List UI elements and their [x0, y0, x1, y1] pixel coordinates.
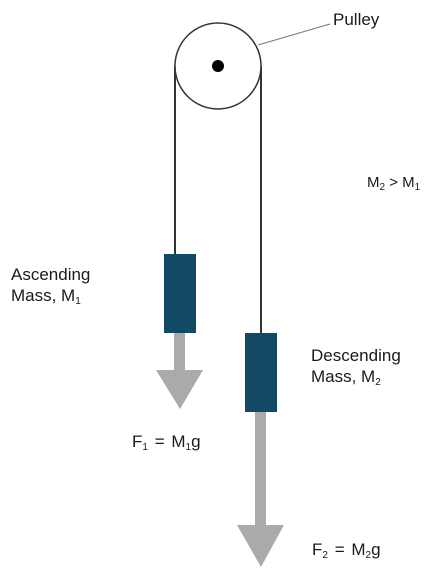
pulley-leader-line [257, 23, 331, 46]
force2-arrow-head [237, 525, 284, 567]
force2-g: g [371, 540, 381, 559]
relation-m1-subscript: 1 [414, 182, 421, 193]
force2-f-subscript: 2 [322, 550, 328, 561]
descending-mass-block [245, 333, 277, 412]
ascending-mass-label: Ascending Mass, M1 [11, 264, 90, 309]
force2-m-subscript: 2 [365, 550, 372, 561]
force1-g: g [191, 432, 201, 451]
force1-m-subscript: 1 [185, 442, 192, 453]
ascending-mass-block [164, 254, 196, 333]
force1-f-subscript: 1 [142, 442, 148, 453]
descending-mass-label: Descending Mass, M2 [311, 345, 401, 390]
force1-arrow-head [156, 370, 203, 409]
relation-operator: > [385, 174, 403, 191]
ascending-label-line2: Mass, M1 [11, 285, 90, 309]
force2-equation: F2 = M2g [312, 539, 381, 563]
force1-equals: = [154, 432, 165, 451]
pulley-axle [212, 60, 224, 72]
force2-f: F [312, 540, 323, 559]
relation-m2-subscript: 2 [379, 182, 386, 193]
pulley-label: Pulley [333, 10, 380, 29]
force2-arrow-shaft [255, 412, 266, 526]
force1-equation: F1 = M1g [132, 431, 201, 455]
mass-relation-label: M2 > M1 [367, 174, 420, 195]
descending-label-line2: Mass, M2 [311, 366, 401, 390]
descending-label-subscript: 2 [375, 377, 381, 389]
force1-arrow-shaft [174, 333, 185, 371]
force2-equals: = [334, 540, 345, 559]
descending-label-text: Mass, M [311, 367, 376, 387]
force1-m: M [171, 432, 186, 451]
ascending-label-subscript: 1 [75, 296, 81, 308]
descending-label-line1: Descending [311, 346, 401, 365]
ascending-label-line1: Ascending [11, 265, 91, 284]
force2-m: M [351, 540, 366, 559]
relation-m1: M [402, 174, 415, 191]
ascending-label-text: Mass, M [11, 286, 76, 306]
relation-m2: M [367, 174, 380, 191]
force1-f: F [132, 432, 143, 451]
